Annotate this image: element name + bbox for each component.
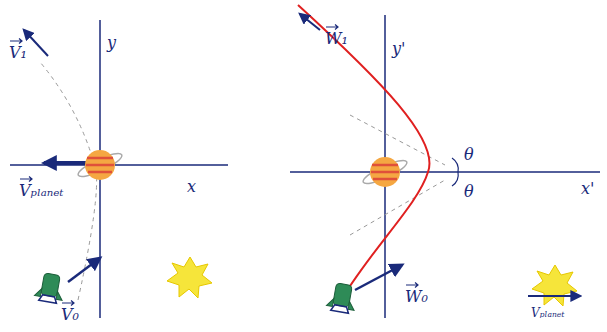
planet [76, 149, 125, 180]
velocity-arrow [300, 14, 320, 30]
vector-label: W₀ [404, 288, 429, 306]
vector-arrow-mark [326, 25, 338, 30]
vector-arrow-mark [406, 283, 418, 288]
angle-label: θ [463, 146, 475, 164]
vector-arrow-mark [10, 39, 22, 44]
left-axes [10, 20, 228, 318]
vector-label: Vₚₗₐₙₑₜ [18, 182, 64, 200]
planet-velocity-arrow [44, 161, 88, 165]
rocket [326, 282, 358, 314]
vector-arrow-mark [62, 301, 74, 306]
sun [167, 257, 212, 298]
right-axes [290, 15, 600, 318]
trajectory-dashed [40, 62, 97, 300]
vector-label: V₀ [60, 306, 80, 324]
planet-velocity-arrow [528, 295, 580, 297]
vector-label: Vₚₗₐₙₑₜ [530, 306, 565, 320]
velocity-arrow [24, 30, 48, 56]
rocket [34, 272, 66, 304]
angle-arc [452, 172, 458, 186]
velocity-arrow [68, 258, 100, 282]
vector-label: V₁ [8, 44, 28, 62]
hyperbolic-orbit [298, 5, 430, 305]
planet [361, 156, 410, 187]
angle-label: θ [463, 183, 475, 201]
sun [532, 265, 577, 306]
angle-arc [452, 158, 458, 172]
velocity-arrow [355, 265, 402, 290]
asymptote-dashed [350, 115, 445, 235]
axis-label: y' [391, 40, 406, 58]
vector-label: W₁ [324, 30, 349, 48]
vector-arrow-mark [20, 177, 32, 182]
axis-label: x [186, 178, 197, 196]
axis-label: x' [580, 180, 595, 198]
axis-label: y [106, 34, 117, 52]
